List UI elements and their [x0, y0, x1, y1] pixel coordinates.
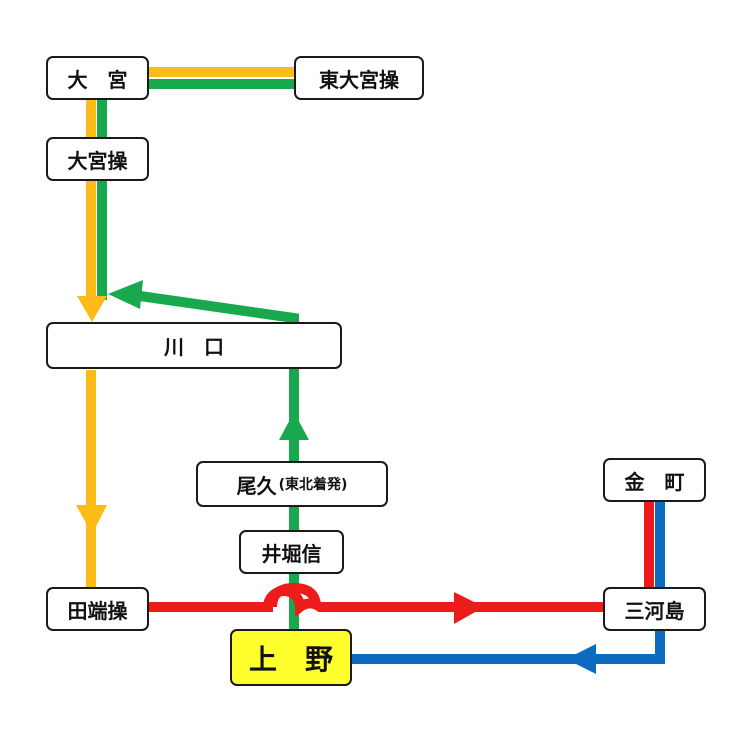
blue-line-mikawashima-ueno [352, 628, 665, 664]
station-omiya: 大 宮 [46, 56, 149, 100]
station-kawaguchi: 川 口 [46, 322, 342, 369]
red-arrow-right-mikawashima [454, 592, 484, 624]
station-tabata-so-label: 田端操 [67, 598, 128, 623]
station-omiya-label: 大 宮 [67, 67, 128, 92]
station-oku-note: (東北着発) [278, 477, 348, 493]
station-kanamachi: 金 町 [603, 458, 706, 502]
station-tabata-so: 田端操 [46, 587, 149, 631]
red-line-hop [267, 582, 321, 608]
station-oku: 尾久(東北着発) [196, 461, 388, 507]
green-arrow-left-kawaguchi [108, 280, 143, 309]
station-ihorishin-label: 井堀信 [261, 541, 322, 566]
station-kanamachi-label: 金 町 [624, 469, 685, 494]
station-omiya-so-label: 大宮操 [67, 148, 128, 173]
station-ueno: 上 野 [230, 629, 352, 686]
green-arrow-up-oku [279, 412, 309, 440]
orange-arrow-down-tabata [76, 505, 107, 534]
station-higashi-omiya-so-label: 東大宮操 [319, 67, 399, 92]
station-higashi-omiya-so: 東大宮操 [294, 56, 424, 100]
blue-arrow-left-ueno [566, 644, 596, 674]
station-ihorishin: 井堀信 [239, 530, 344, 574]
red-line-tabata-mikawashima [148, 586, 604, 618]
green-line-oku-kawaguchi [139, 291, 299, 462]
station-mikawashima: 三河島 [603, 587, 706, 631]
orange-arrow-down-kawaguchi [77, 296, 107, 322]
station-kawaguchi-label: 川 口 [164, 335, 224, 359]
station-mikawashima-label: 三河島 [624, 598, 685, 623]
station-ueno-label: 上 野 [248, 642, 333, 676]
station-oku-label: 尾久 [236, 473, 277, 498]
station-omiya-so: 大宮操 [46, 137, 149, 181]
